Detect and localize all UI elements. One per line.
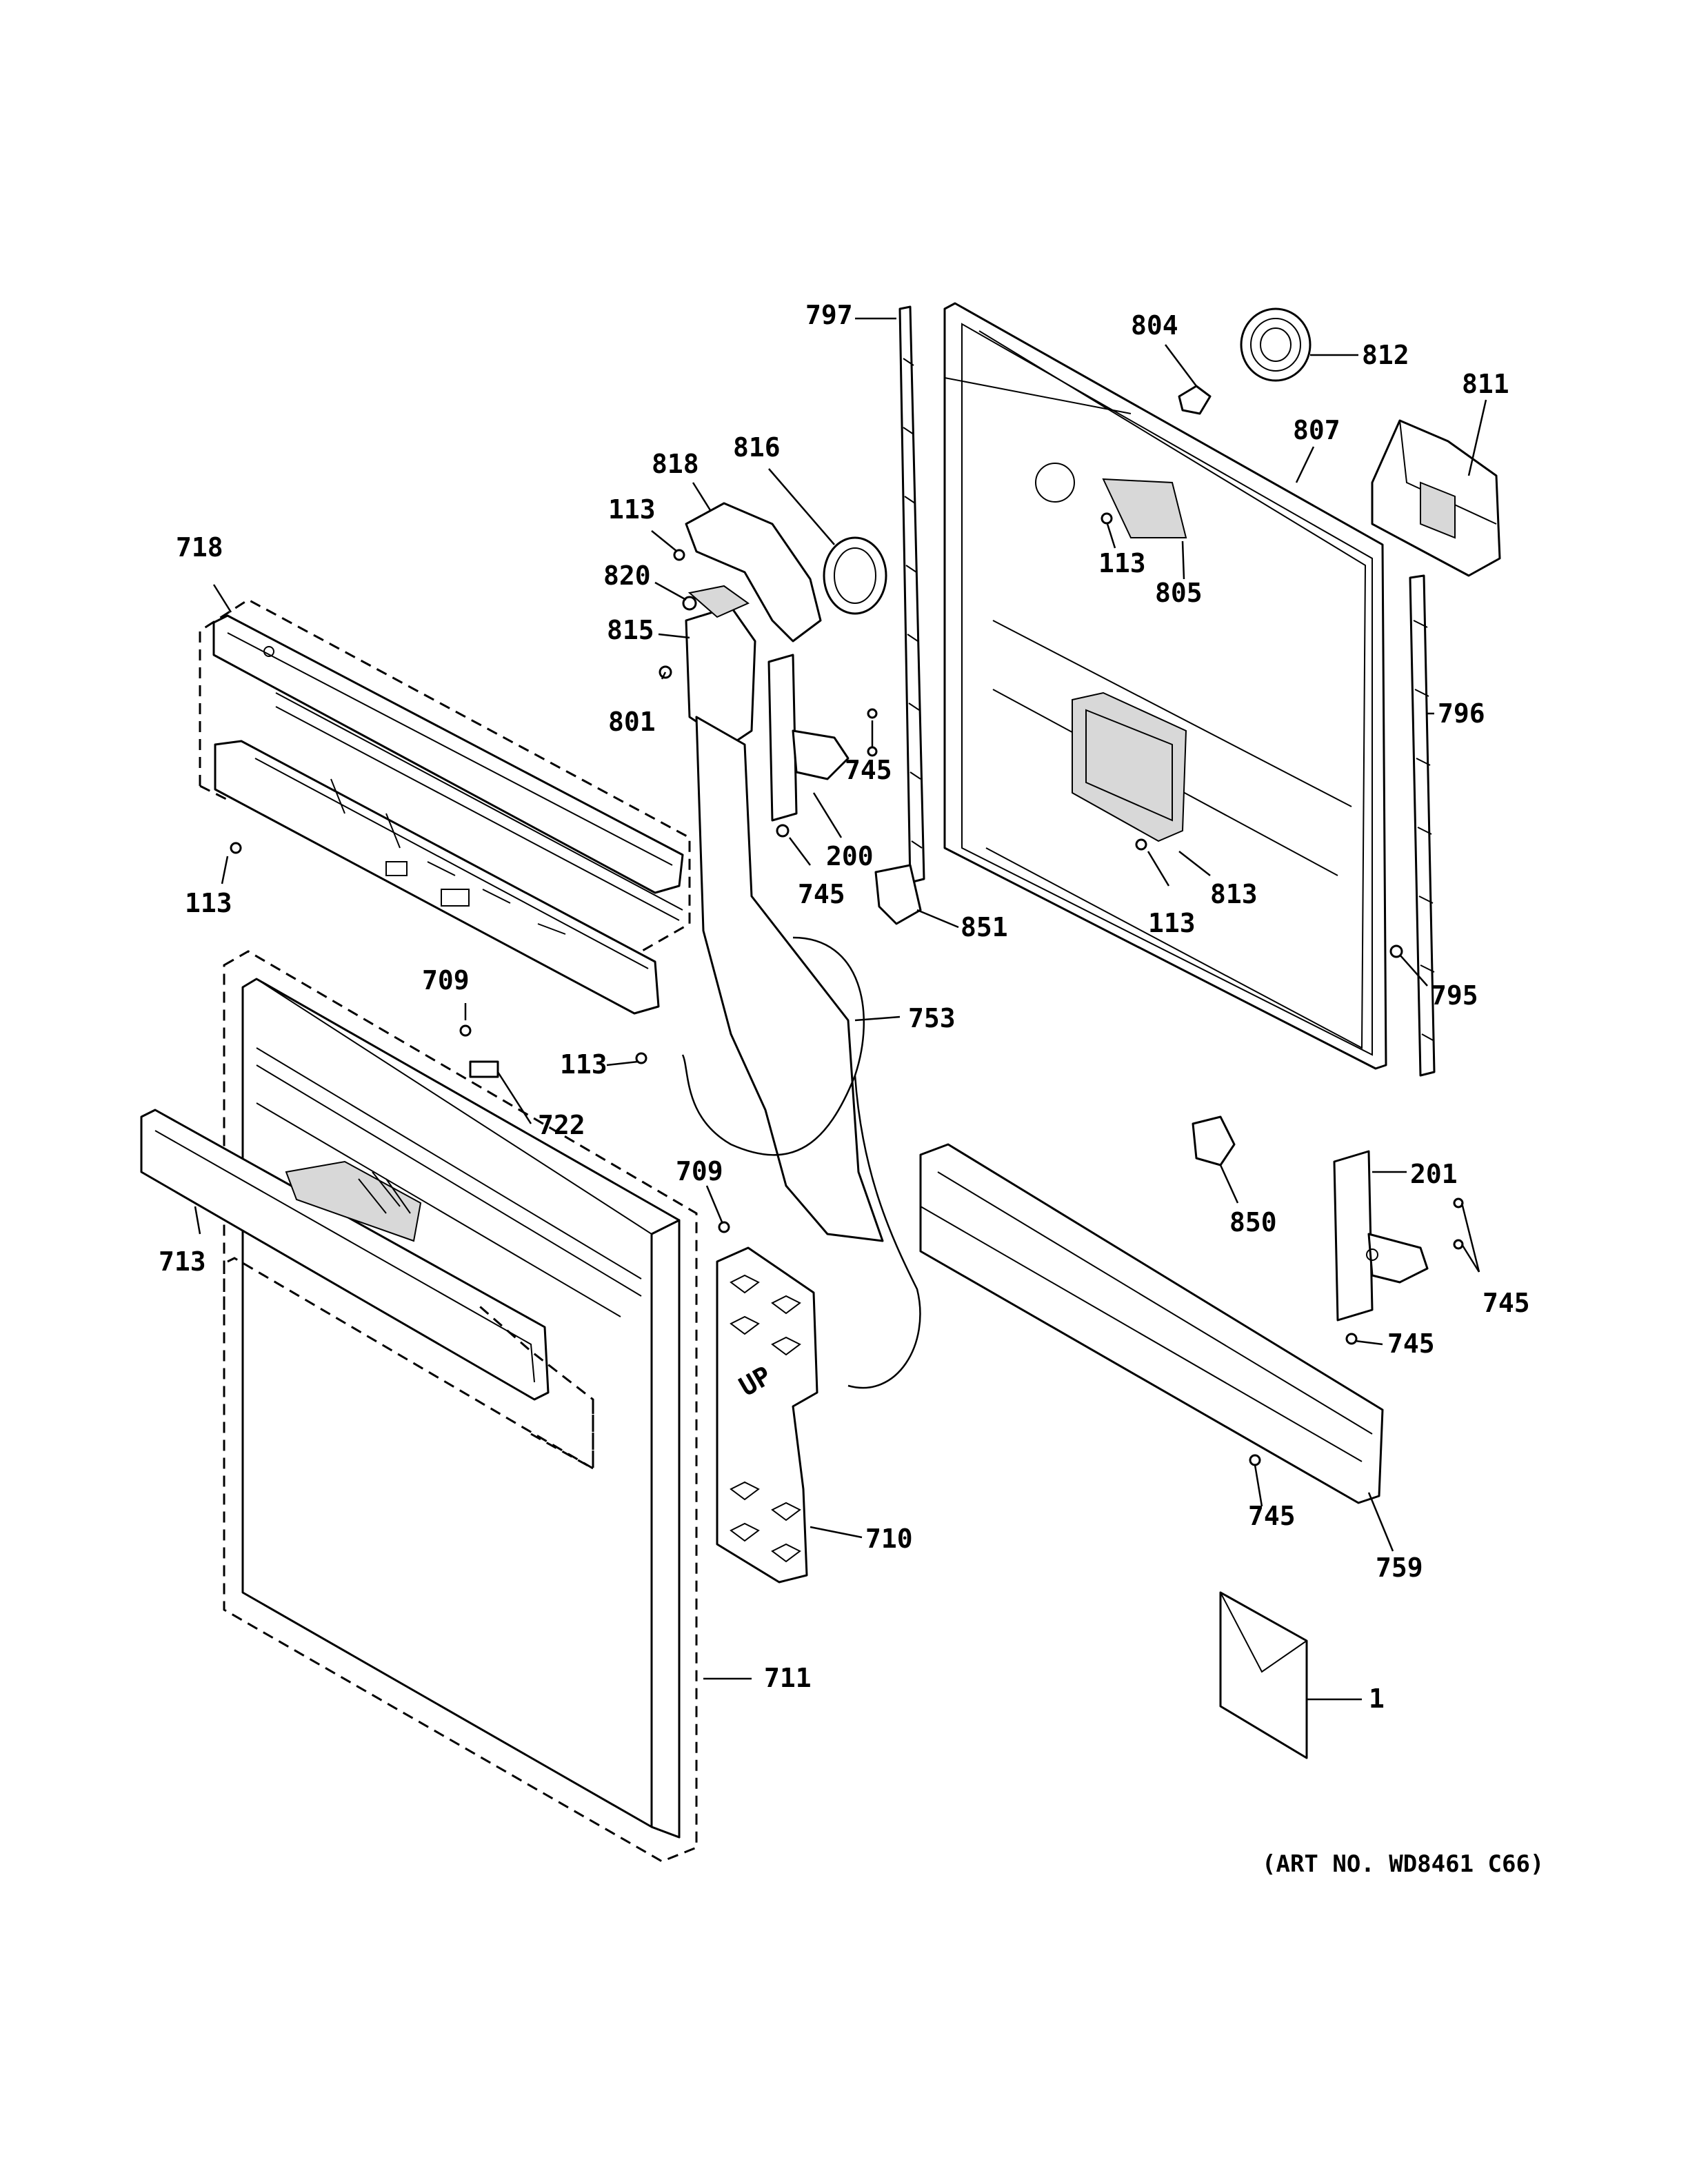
leader-lines (194, 317, 1487, 1701)
screw-745-c (776, 824, 790, 838)
screw-745-a (867, 708, 878, 719)
callout-811: 811 (1462, 369, 1509, 399)
side-rail-right (1409, 574, 1436, 1077)
control-panel-dashed-outline (199, 598, 691, 953)
screw-745-f (1345, 1333, 1358, 1345)
callout-200: 200 (826, 841, 874, 871)
screw-709-a (459, 1024, 472, 1037)
door-handle (140, 1109, 550, 1401)
fasteners (230, 512, 1464, 1466)
callout-816: 816 (733, 432, 781, 463)
callout-113-top: 113 (608, 494, 656, 525)
screw-820 (682, 596, 697, 611)
hinge-lever (874, 864, 922, 925)
bottom-trim (919, 1143, 1384, 1504)
callout-805: 805 (1155, 578, 1203, 608)
callout-labels: 797 804 812 811 807 818 816 113 820 815 … (159, 300, 1530, 1714)
callout-745-duct: 745 (798, 879, 845, 909)
screw-745-g (1249, 1454, 1261, 1466)
callout-796: 796 (1438, 698, 1485, 729)
callout-113-liner: 113 (1098, 548, 1146, 578)
screw-745-e (1453, 1239, 1464, 1250)
callout-745-bracket: 745 (1483, 1288, 1530, 1318)
callout-113-panel: 113 (185, 888, 232, 918)
door-strike (1192, 1115, 1236, 1166)
control-panel-dashed-outline-2 (199, 785, 228, 801)
callout-801: 801 (608, 707, 656, 737)
side-rail-left (898, 305, 925, 884)
detergent-dispenser (1371, 419, 1501, 577)
screw-113-d (1135, 838, 1147, 851)
screw-745-d (1453, 1197, 1464, 1209)
screw-113-a (673, 549, 685, 561)
callout-713: 713 (159, 1246, 206, 1277)
callout-795: 795 (1431, 980, 1478, 1011)
callout-813: 813 (1210, 879, 1258, 909)
literature-envelope (1219, 1591, 1308, 1759)
duct-tube (695, 716, 884, 1242)
seal-ring (823, 536, 887, 615)
outer-door-panel (241, 978, 681, 1839)
latch-clip (1178, 385, 1212, 415)
callout-759: 759 (1376, 1553, 1423, 1583)
callout-745-bracket-low: 745 (1387, 1328, 1435, 1359)
vent-grille (1240, 307, 1312, 382)
callout-709-upper: 709 (422, 965, 470, 995)
callout-850: 850 (1229, 1207, 1277, 1237)
control-panel-assembly (212, 614, 684, 1015)
callout-745-trim: 745 (1248, 1501, 1296, 1531)
hinge-bracket-right (1333, 1150, 1429, 1322)
callout-820: 820 (603, 560, 651, 591)
callout-718: 718 (176, 532, 223, 563)
outer-door-dashed-outline (223, 950, 698, 1863)
screw-113-b (1101, 512, 1113, 525)
callout-113-lower-liner: 113 (1148, 908, 1196, 938)
callout-753: 753 (908, 1003, 956, 1033)
callout-797: 797 (805, 300, 853, 330)
inner-door-liner (943, 302, 1387, 1070)
callout-815: 815 (607, 615, 654, 645)
callout-804: 804 (1131, 310, 1178, 341)
vent-duct (685, 502, 822, 746)
callout-1: 1 (1369, 1684, 1385, 1714)
clip-722 (469, 1060, 499, 1078)
callout-851: 851 (961, 912, 1008, 942)
screw-113-e (635, 1052, 647, 1064)
callout-709-lower: 709 (676, 1156, 723, 1186)
art-number: (ART NO. WD8461 C66) (1262, 1850, 1544, 1878)
callout-807: 807 (1293, 415, 1340, 445)
callout-711: 711 (764, 1663, 812, 1693)
handle-dashed-outline-2 (223, 1262, 594, 1470)
callout-722: 722 (538, 1110, 585, 1140)
wire-harness (681, 936, 921, 1389)
callout-818: 818 (652, 449, 699, 479)
callout-745-upper: 745 (845, 755, 892, 785)
callout-201: 201 (1410, 1159, 1458, 1189)
screw-113-c (230, 842, 242, 854)
screw-709-b (718, 1221, 730, 1233)
callout-113-door: 113 (560, 1049, 607, 1080)
handle-dashed-outline (227, 1257, 594, 1470)
callout-710: 710 (865, 1524, 913, 1554)
hinge-bracket-left (767, 654, 850, 822)
insulation-block (716, 1246, 818, 1584)
callout-812: 812 (1362, 340, 1409, 370)
screw-795 (1389, 944, 1403, 958)
